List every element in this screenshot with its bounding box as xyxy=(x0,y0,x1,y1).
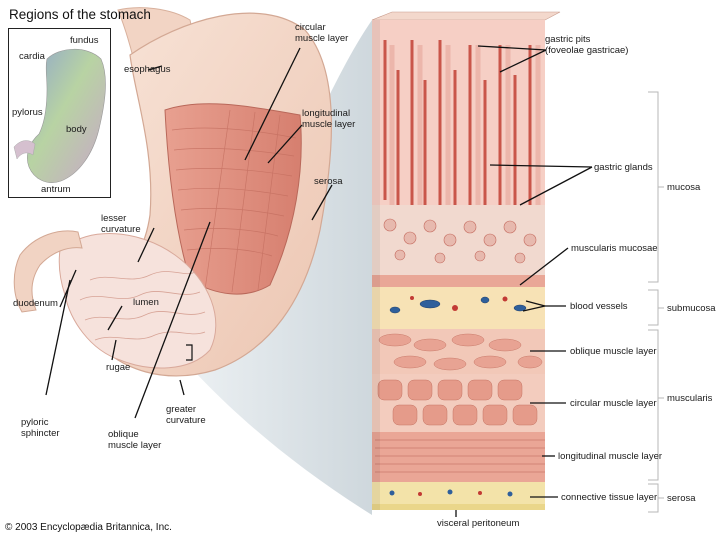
label-lumen: lumen xyxy=(133,297,159,308)
arterioles xyxy=(410,296,508,311)
circular-fibers xyxy=(377,379,538,426)
longitudinal-fibers xyxy=(375,439,545,473)
gland-base xyxy=(372,205,545,275)
region-stomach-shape xyxy=(27,48,106,183)
duodenum-shape xyxy=(13,230,83,313)
rugae-folds xyxy=(79,271,206,341)
connective-vessels xyxy=(389,489,513,497)
label-greater-curvature: greater curvature xyxy=(166,404,206,426)
longitudinal-muscle-block xyxy=(372,432,545,482)
label-serosa-stomach: serosa xyxy=(314,176,343,187)
layer-brackets xyxy=(648,91,664,513)
layer-label-mucosa: mucosa xyxy=(667,182,701,193)
label-gastric-glands: gastric glands xyxy=(594,162,653,173)
regions-title: Regions of the stomach xyxy=(9,7,151,22)
label-pyloric-sphincter: pyloric sphincter xyxy=(21,417,60,439)
label-esophagus: esophagus xyxy=(124,64,171,75)
stomach-muscle-cutaway xyxy=(164,103,302,295)
leader-lines xyxy=(45,45,593,517)
region-label-pylorus: pylorus xyxy=(12,107,43,118)
label-gastric-pits: gastric pits (foveolae gastricae) xyxy=(545,34,629,56)
gland-clusters xyxy=(383,218,537,264)
label-longitudinal-muscle-layer: longitudinal muscle layer xyxy=(302,108,356,130)
blood-vessels xyxy=(389,296,527,314)
gastric-gland-columns xyxy=(383,40,532,215)
label-longitudinal-muscle-wall: longitudinal muscle layer xyxy=(558,451,663,462)
regions-legend-box xyxy=(8,28,111,198)
layer-label-serosa: serosa xyxy=(667,493,696,504)
label-connective-tissue: connective tissue layer xyxy=(561,492,658,503)
gland-walls xyxy=(389,45,541,210)
label-muscularis-mucosae: muscularis mucosae xyxy=(571,243,658,254)
region-label-cardia: cardia xyxy=(19,51,45,62)
muscle-fibers xyxy=(171,109,297,293)
label-circular-muscle-wall: circular muscle layer xyxy=(570,398,657,409)
label-oblique-muscle-wall: oblique muscle layer xyxy=(570,346,657,357)
mucosa-top xyxy=(371,11,561,21)
regions-map xyxy=(13,48,106,183)
region-label-antrum: antrum xyxy=(41,184,71,195)
layer-label-submucosa: submucosa xyxy=(667,303,716,314)
region-label-fundus: fundus xyxy=(70,35,99,46)
label-rugae: rugae xyxy=(106,362,131,373)
muscularis-mucosae-band xyxy=(372,275,545,287)
label-duodenum: duodenum xyxy=(13,298,58,309)
region-label-body: body xyxy=(66,124,87,135)
copyright-notice: © 2003 Encyclopædia Britannica, Inc. xyxy=(5,522,172,533)
region-duodenum-shape xyxy=(13,140,36,160)
layer-label-muscularis: muscularis xyxy=(667,393,713,404)
label-circular-muscle-layer: circular muscle layer xyxy=(295,22,349,44)
label-visceral-peritoneum: visceral peritoneum xyxy=(437,518,520,529)
oblique-fibers xyxy=(378,333,543,371)
label-lesser-curvature: lesser curvature xyxy=(101,213,141,235)
label-oblique-muscle-layer: oblique muscle layer xyxy=(108,429,162,451)
label-blood-vessels: blood vessels xyxy=(570,301,628,312)
connective-tissue-block xyxy=(372,482,545,504)
visceral-peritoneum-band xyxy=(372,504,545,510)
